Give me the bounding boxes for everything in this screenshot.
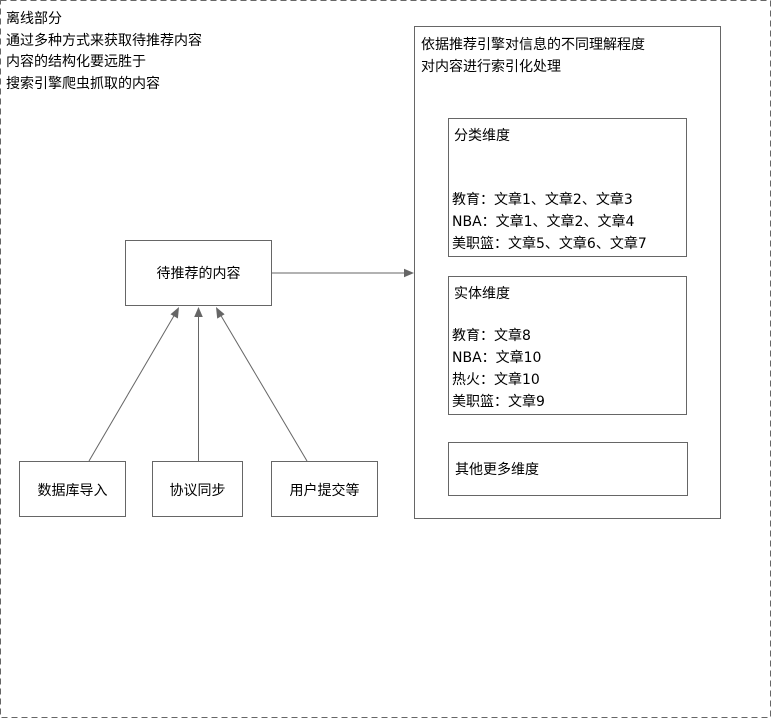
- source-node-user-submission: 用户提交等: [271, 461, 378, 517]
- category-dimension-title: 分类维度: [454, 128, 510, 144]
- category-dimension-row: NBA：文章1、文章2、文章4: [452, 213, 634, 230]
- index-panel-line: 对内容进行索引化处理: [421, 58, 561, 75]
- category-dimension-row: 教育：文章1、文章2、文章3: [452, 191, 633, 208]
- category-dimension-row: 美职篮：文章5、文章6、文章7: [452, 235, 647, 252]
- index-panel-line: 依据推荐引擎对信息的不同理解程度: [421, 36, 645, 53]
- entity-dimension-title: 实体维度: [454, 286, 510, 302]
- entity-dimension-row: 美职篮：文章9: [452, 393, 545, 410]
- other-dimension-title: 其他更多维度: [455, 461, 539, 478]
- source-node-database-import: 数据库导入: [19, 461, 126, 517]
- arrow-protocol-to-content: [194, 307, 203, 461]
- other-dimension-box: 其他更多维度: [448, 442, 688, 496]
- source-node-protocol-sync: 协议同步: [152, 461, 243, 517]
- source-label: 用户提交等: [290, 482, 360, 499]
- index-panel: 依据推荐引擎对信息的不同理解程度 对内容进行索引化处理: [414, 26, 721, 519]
- arrow-content-to-index: [271, 268, 414, 278]
- category-dimension-box: 分类维度 教育：文章1、文章2、文章3 NBA：文章1、文章2、文章4 美职篮：…: [448, 118, 687, 257]
- offline-section-line: 通过多种方式来获取待推荐内容: [6, 32, 202, 49]
- entity-dimension-box: 实体维度 教育：文章8 NBA：文章10 热火：文章10 美职篮：文章9: [448, 276, 687, 415]
- arrow-database-to-content: [88, 307, 179, 462]
- pending-content-node: 待推荐的内容: [125, 240, 272, 306]
- offline-section-title: 离线部分: [6, 10, 62, 27]
- pending-content-label: 待推荐的内容: [157, 265, 241, 282]
- source-label: 数据库导入: [38, 483, 108, 499]
- entity-dimension-row: 教育：文章8: [452, 327, 531, 344]
- offline-section-line: 内容的结构化要远胜于: [6, 53, 146, 70]
- entity-dimension-row: 热火：文章10: [452, 371, 540, 388]
- source-label: 协议同步: [170, 483, 226, 499]
- arrow-user-to-content: [216, 307, 308, 462]
- entity-dimension-row: NBA：文章10: [452, 349, 541, 366]
- offline-section-line: 搜索引擎爬虫抓取的内容: [6, 75, 160, 92]
